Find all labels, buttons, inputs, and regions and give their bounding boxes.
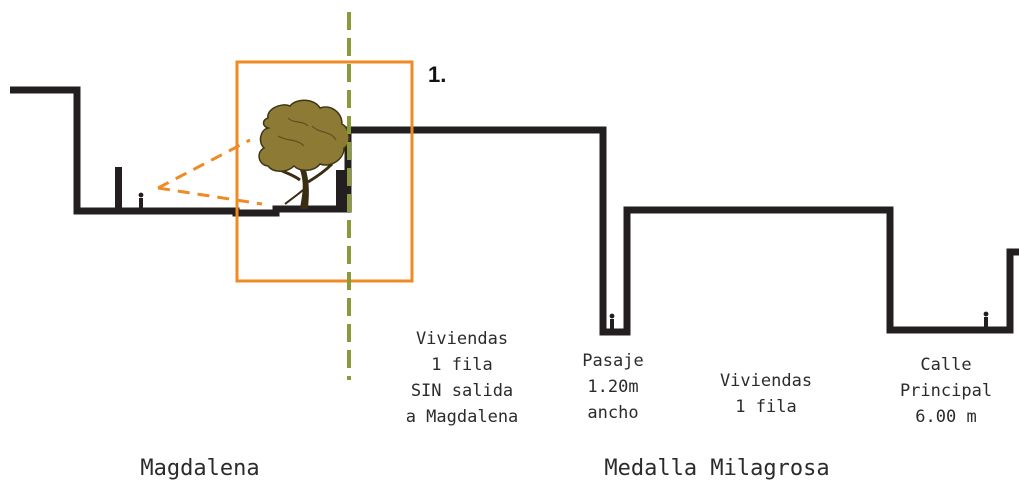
zone-label-medalla-milagrosa: Medalla Milagrosa <box>604 456 829 481</box>
svg-text:1.20m: 1.20m <box>587 377 638 397</box>
svg-text:1 fila: 1 fila <box>735 397 796 417</box>
svg-text:Principal: Principal <box>900 381 992 401</box>
svg-text:SIN salida: SIN salida <box>411 381 513 401</box>
label-viviendas-sin-salida: Viviendas 1 fila SIN salida a Magdalena <box>406 329 519 427</box>
sight-lines <box>157 138 263 206</box>
svg-text:ancho: ancho <box>587 403 638 423</box>
svg-text:Pasaje: Pasaje <box>582 351 643 371</box>
building-edge-block <box>336 170 348 212</box>
label-viviendas: Viviendas 1 fila <box>720 371 812 417</box>
svg-text:a Magdalena: a Magdalena <box>406 407 519 427</box>
svg-text:Viviendas: Viviendas <box>416 329 508 349</box>
person-icon <box>983 311 989 328</box>
wall-post <box>115 167 122 211</box>
highlight-box <box>235 60 414 283</box>
person-icon <box>609 313 615 330</box>
tree-icon <box>258 99 350 209</box>
svg-text:Viviendas: Viviendas <box>720 371 812 391</box>
zone-label-magdalena: Magdalena <box>140 456 259 481</box>
svg-text:6.00 m: 6.00 m <box>915 407 976 427</box>
label-pasaje: Pasaje 1.20m ancho <box>582 351 643 423</box>
person-icon <box>138 192 144 208</box>
svg-text:1 fila: 1 fila <box>431 355 492 375</box>
callout-number: 1. <box>428 62 446 87</box>
label-calle-principal: Calle Principal 6.00 m <box>900 355 992 427</box>
svg-text:Calle: Calle <box>920 355 971 375</box>
terrain-profile-line <box>10 86 1019 336</box>
